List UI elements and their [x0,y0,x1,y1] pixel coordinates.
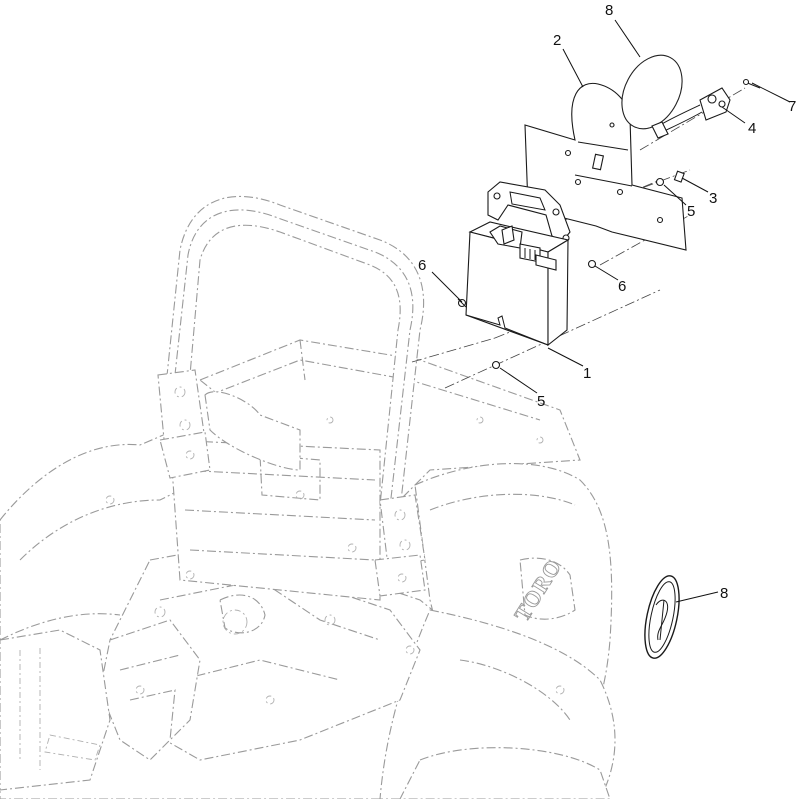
part-nut-5-lower [491,360,501,370]
part-screw-7 [742,78,761,89]
part-harness-connector [651,87,731,139]
callout-3: 3 [709,190,717,207]
callout-6-left: 6 [418,257,426,274]
callout-labels: 8 2 7 4 3 5 6 6 1 5 8 [418,2,796,602]
callout-2: 2 [553,32,561,49]
part-screw-6-right [587,259,597,269]
part-screw-6-left [457,298,467,308]
callout-6-right: 6 [618,278,626,295]
callout-7: 7 [788,98,796,115]
callout-5-lower: 5 [537,393,545,410]
part-decal-disc-top [621,54,683,130]
leader-lines [431,19,791,603]
part-hood-emblem [644,575,680,659]
roll-bar-ghost [157,195,426,597]
part-mounting-plate [524,82,687,251]
callout-1: 1 [583,365,591,382]
callout-5-upper: 5 [687,203,695,220]
part-controller-box [465,221,570,347]
part-nut-5-upper [655,177,665,187]
callout-4: 4 [748,120,756,137]
callout-8-top: 8 [605,2,613,19]
part-clip-3 [673,170,685,183]
callout-8-lower: 8 [720,585,728,602]
machine-body-ghost: TORO [0,339,616,799]
